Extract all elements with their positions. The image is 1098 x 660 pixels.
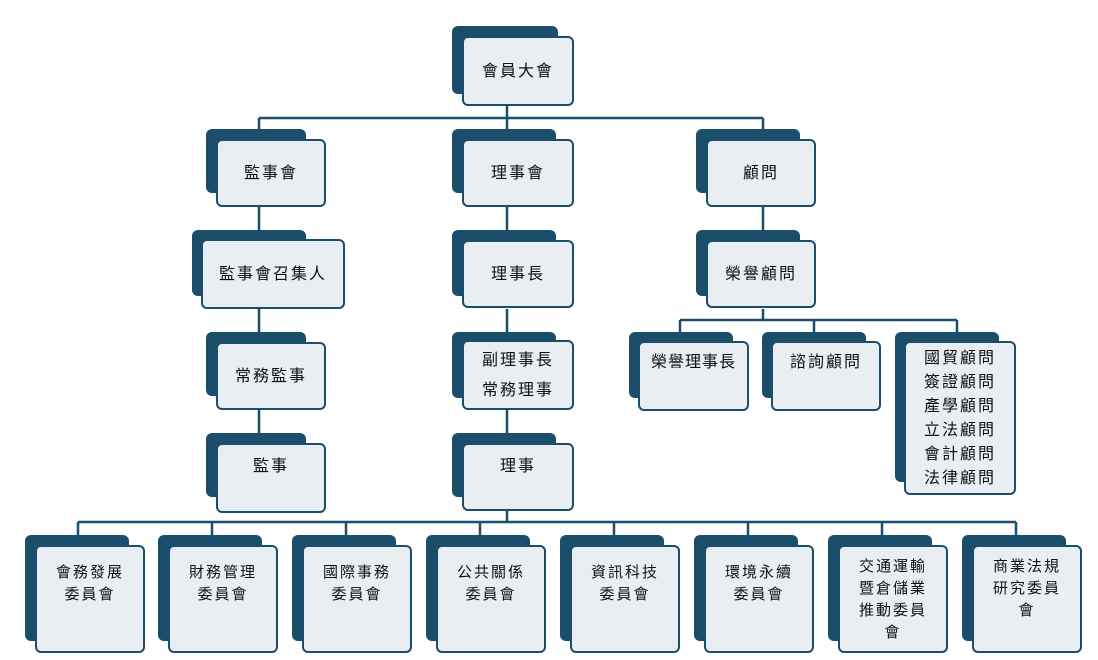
- node-label: 監事會召集人: [218, 264, 327, 283]
- node-label: 會員大會: [481, 61, 554, 80]
- node-label: 副理事長 常務理事: [481, 350, 554, 399]
- node-label: 公共關係 委員會: [456, 563, 525, 603]
- node-label: 顧問: [742, 163, 779, 182]
- node-label: 交通運輸 暨倉儲業 推動委員 會: [858, 557, 927, 641]
- node-label: 理事: [499, 456, 536, 475]
- node-label: 諮詢顧問: [789, 352, 862, 371]
- node-label: 榮譽理事長: [650, 352, 736, 371]
- node-label: 常務監事: [234, 366, 307, 385]
- node-label: 監事會: [243, 163, 298, 182]
- node-label: 榮譽顧問: [724, 264, 797, 283]
- node-label: 資訊科技 委員會: [590, 563, 659, 603]
- node-label: 環境永續 委員會: [724, 563, 793, 603]
- node-label: 商業法規 研究委員 會: [992, 557, 1061, 619]
- node-label: 財務管理 委員會: [188, 563, 257, 603]
- node-label: 理事會: [490, 163, 545, 182]
- node-label: 監事: [252, 456, 289, 475]
- node-label: 國際事務 委員會: [322, 563, 391, 603]
- node-label: 理事長: [490, 264, 545, 283]
- node-label: 國貿顧問 簽證顧問 產學顧問 立法顧問 會計顧問 法律顧問: [923, 348, 996, 487]
- node-label: 會務發展 委員會: [55, 563, 124, 603]
